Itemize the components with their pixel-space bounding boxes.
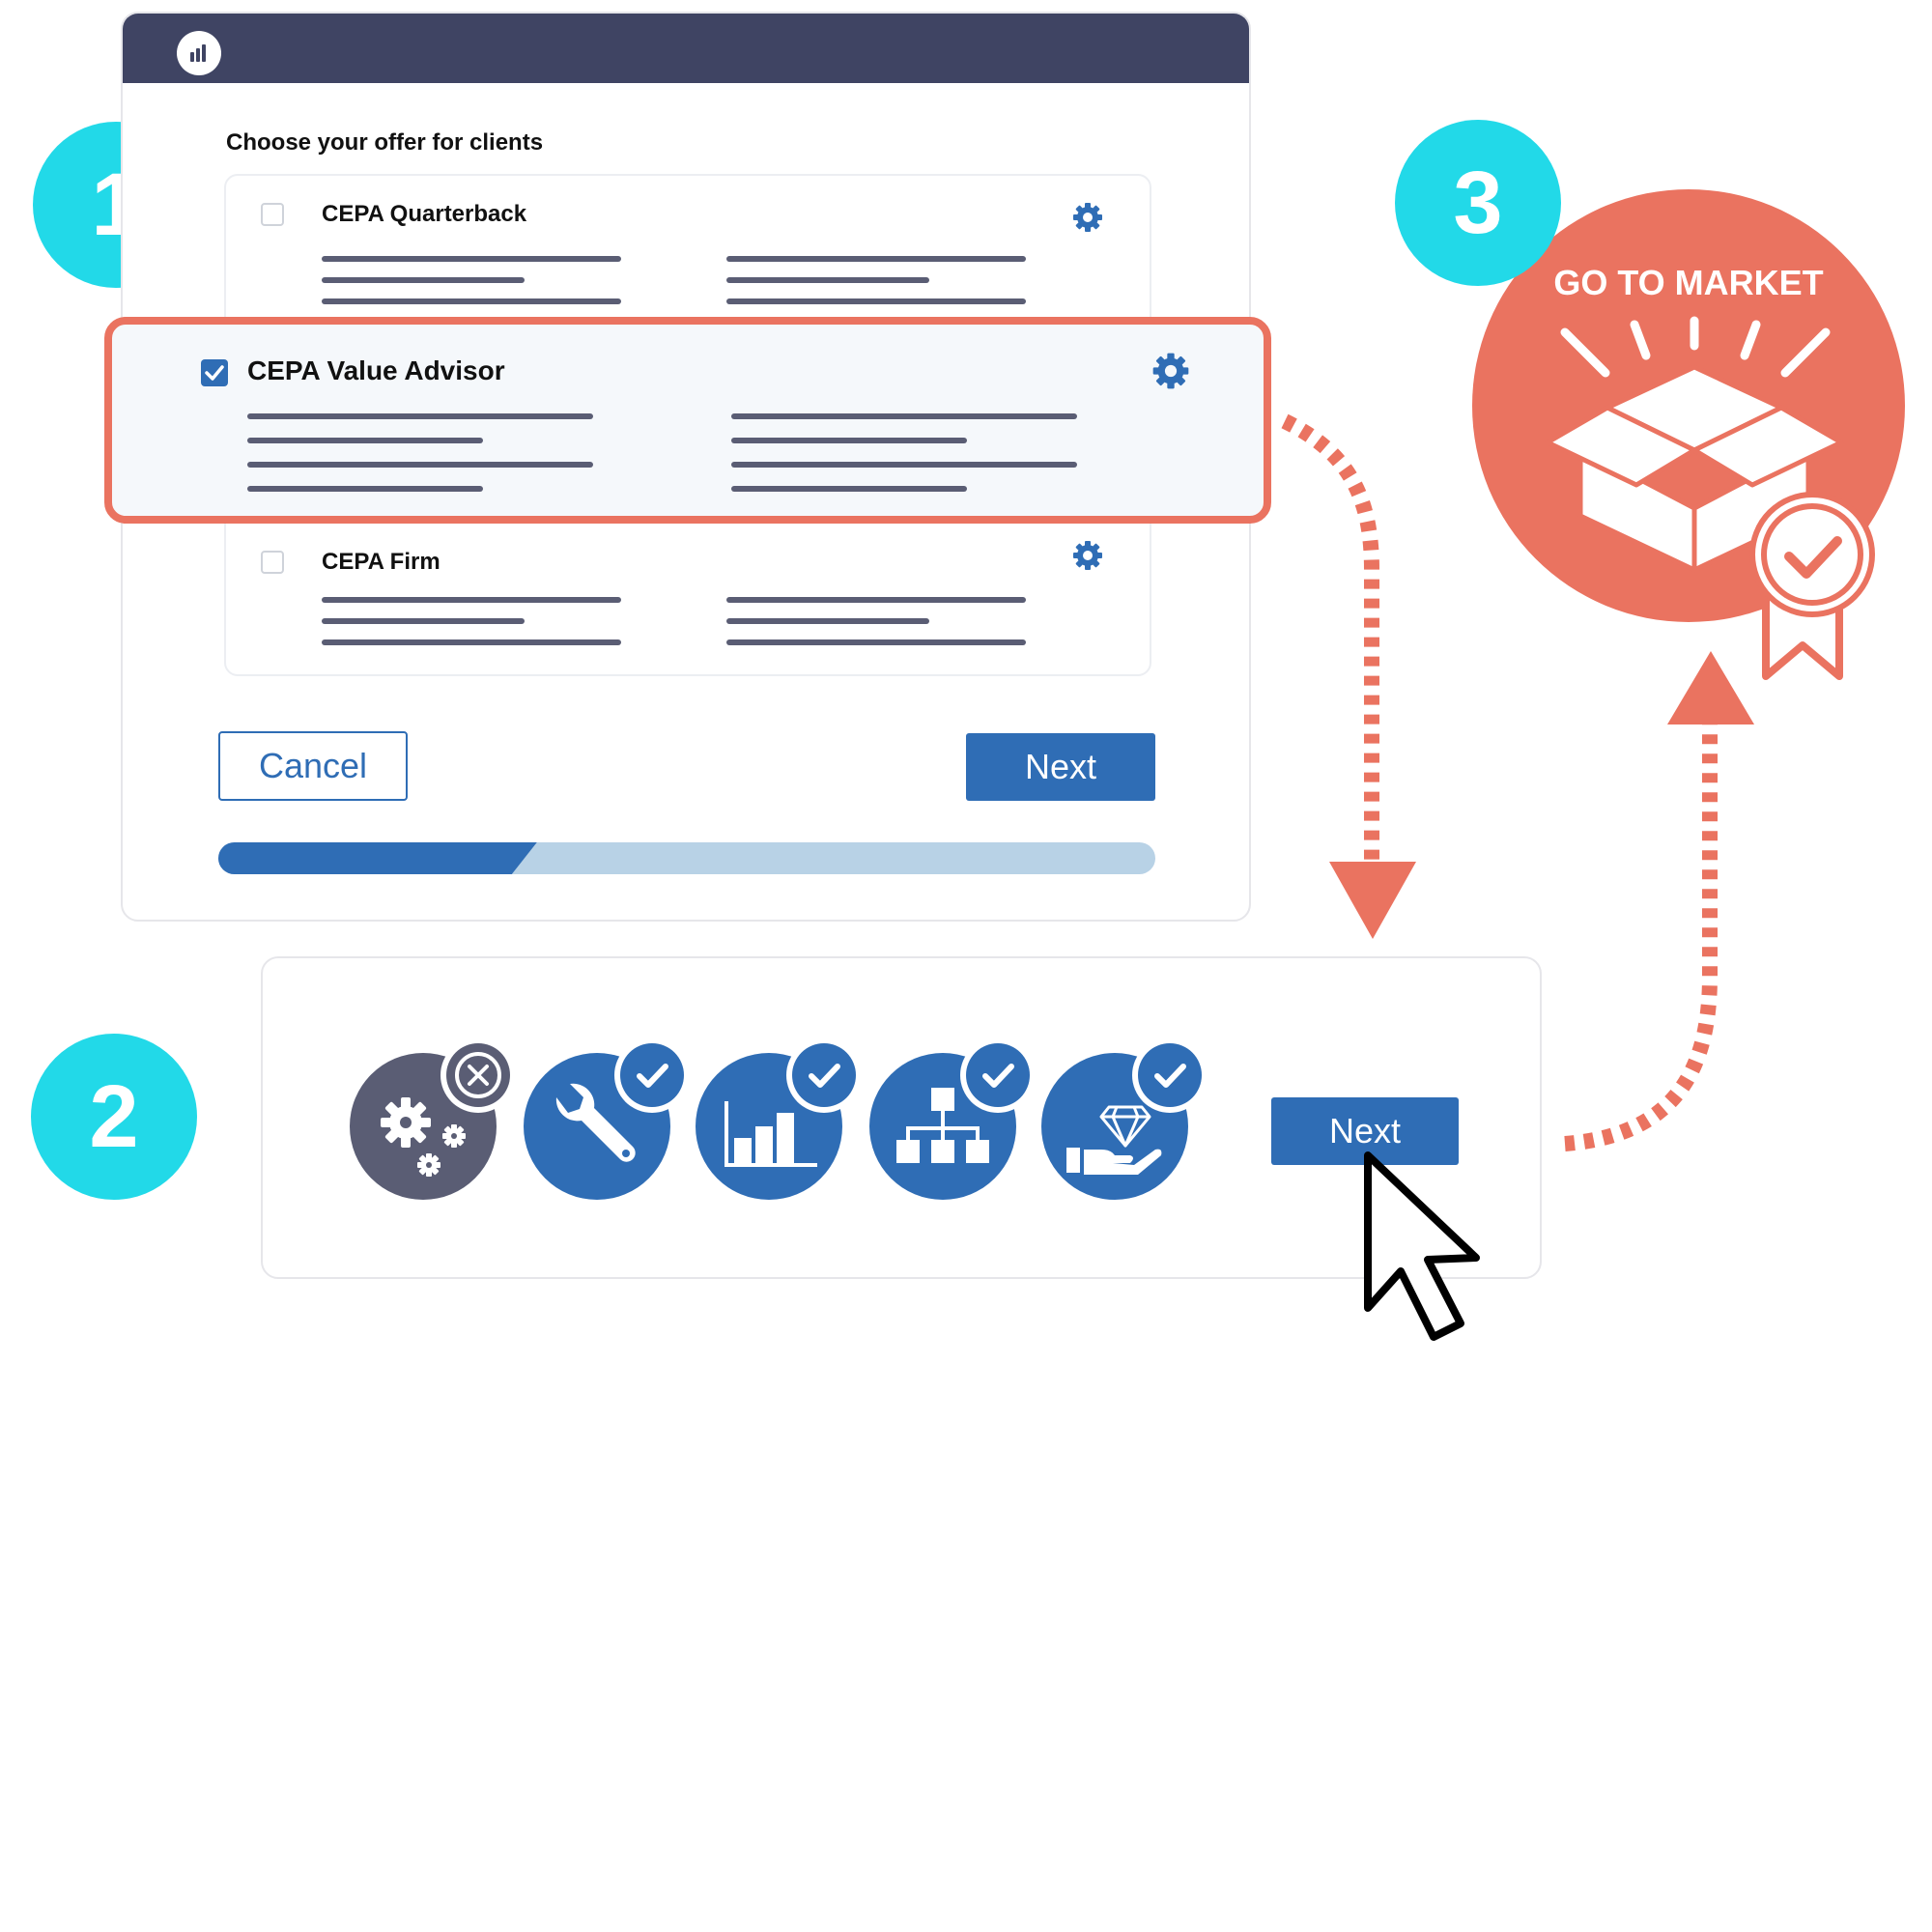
text-placeholder-line — [247, 462, 593, 468]
award-ribbon-icon — [1749, 492, 1875, 680]
arrow-head-up — [1667, 651, 1754, 724]
checkmark-icon — [982, 1064, 1014, 1088]
offer-name: CEPA Value Advisor — [247, 355, 505, 385]
text-placeholder-line — [322, 277, 525, 283]
checkmark-icon — [809, 1064, 840, 1088]
feature-org-chart[interactable] — [869, 1037, 1036, 1200]
offer-checkbox[interactable] — [261, 551, 284, 574]
diamond-hand-icon — [1066, 1105, 1162, 1175]
text-placeholder-line — [726, 277, 929, 283]
wizard-heading: Choose your offer for clients — [226, 129, 544, 156]
feature-diamond-hand[interactable] — [1041, 1037, 1208, 1200]
status-badge — [786, 1037, 862, 1113]
go-to-market-title: GO TO MARKET — [1553, 263, 1824, 302]
offer-checkbox-checked[interactable] — [201, 359, 228, 386]
text-placeholder-line — [726, 639, 1026, 645]
checkmark-icon — [637, 1064, 668, 1088]
text-placeholder-line — [731, 486, 967, 492]
settings-gear-icon[interactable] — [1070, 538, 1105, 573]
progress-bar — [218, 842, 1155, 874]
status-badge — [614, 1037, 690, 1113]
step-2-number: 2 — [89, 1066, 139, 1166]
progress-bar-fill — [218, 842, 537, 874]
next-button[interactable]: Next — [966, 733, 1155, 801]
text-placeholder-line — [322, 256, 621, 262]
offer-name: CEPA Firm — [322, 549, 440, 575]
text-placeholder-line — [731, 438, 967, 443]
offer-checkbox[interactable] — [261, 203, 284, 226]
text-placeholder-line — [731, 413, 1077, 419]
arrow-path-step1-to-step2 — [1281, 413, 1379, 860]
text-placeholder-line — [726, 298, 1026, 304]
text-placeholder-line — [726, 618, 929, 624]
open-box-icon — [1545, 316, 1844, 573]
text-placeholder-line — [322, 597, 621, 603]
text-placeholder-line — [726, 597, 1026, 603]
org-chart-icon — [896, 1088, 989, 1163]
text-placeholder-line — [322, 298, 621, 304]
mouse-cursor-icon — [1364, 1151, 1480, 1341]
status-badge — [1132, 1037, 1208, 1113]
checkmark-icon — [205, 365, 224, 381]
feature-wrench[interactable] — [524, 1037, 690, 1200]
gears-icon — [381, 1097, 466, 1177]
text-placeholder-line — [322, 618, 525, 624]
offer-item-value-advisor-selected[interactable]: CEPA Value Advisor — [104, 317, 1271, 524]
settings-gear-icon[interactable] — [1150, 350, 1192, 392]
text-placeholder-line — [731, 462, 1077, 468]
x-mark-icon — [455, 1052, 501, 1098]
text-placeholder-line — [247, 438, 483, 443]
arrow-path-step2-to-step3 — [1564, 721, 1718, 1151]
text-placeholder-line — [247, 486, 483, 492]
offer-item-quarterback[interactable]: CEPA Quarterback — [242, 188, 1150, 314]
app-logo-icon — [177, 31, 221, 75]
offer-item-firm[interactable]: CEPA Firm — [242, 536, 1150, 662]
arrow-head-down — [1329, 862, 1416, 939]
settings-gear-icon[interactable] — [1070, 200, 1105, 235]
status-badge — [440, 1037, 516, 1113]
offer-name: CEPA Quarterback — [322, 201, 527, 227]
window-titlebar — [123, 14, 1249, 83]
feature-gears[interactable] — [350, 1037, 516, 1200]
status-badge — [960, 1037, 1036, 1113]
text-placeholder-line — [247, 413, 593, 419]
bar-chart-icon — [724, 1101, 817, 1167]
step-2-badge: 2 — [31, 1034, 197, 1200]
wrench-icon — [555, 1083, 636, 1162]
checkmark-icon — [1154, 1064, 1186, 1088]
go-to-market-badge: GO TO MARKET — [1472, 189, 1905, 622]
text-placeholder-line — [322, 639, 621, 645]
cancel-button[interactable]: Cancel — [218, 731, 408, 801]
text-placeholder-line — [726, 256, 1026, 262]
step-3-badge: 3 — [1395, 120, 1561, 286]
step-3-number: 3 — [1453, 153, 1503, 252]
feature-bar-chart[interactable] — [696, 1037, 862, 1200]
